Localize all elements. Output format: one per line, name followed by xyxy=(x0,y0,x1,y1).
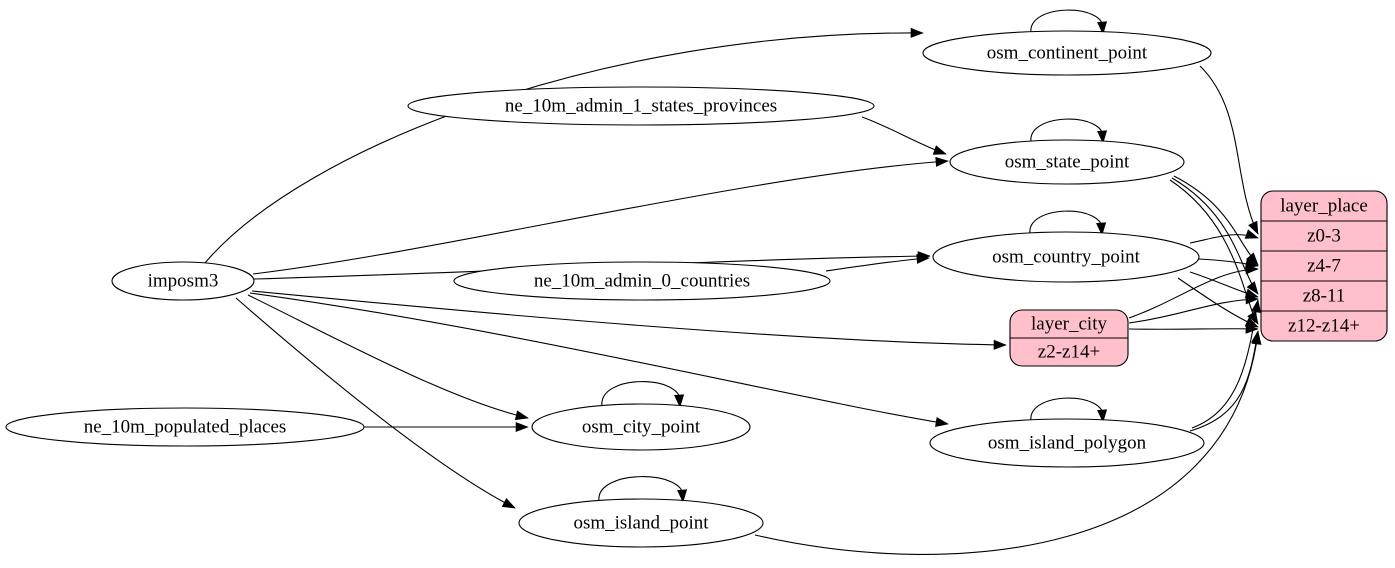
edge-layer_city-z4-7-arrowhead xyxy=(1245,264,1259,275)
edge-imposm3-osm_state_point-arrowhead xyxy=(935,156,949,167)
node-ellipse-osm_island_polygon[interactable] xyxy=(929,418,1205,468)
edge-layer_city-z8-11 xyxy=(1128,298,1259,324)
record-box-layer_place[interactable] xyxy=(1260,190,1388,342)
edge-osm_continent_point-z0-3-arrowhead xyxy=(1248,220,1259,235)
edge-imposm3-osm_island_polygon xyxy=(249,292,949,425)
edge-imposm3-osm_island_point xyxy=(235,297,516,509)
node-ellipse-ne_10m_admin_1_states_provinces[interactable] xyxy=(407,86,875,126)
record-row-layer_place-2[interactable]: z4-7 xyxy=(1307,255,1341,276)
node-ellipse-ne_10m_populated_places[interactable] xyxy=(5,407,365,447)
edge-selfloop-osm_island_polygon-arrowhead xyxy=(1097,409,1108,423)
edge-selfloop-osm_island_point-arrowhead xyxy=(677,489,688,503)
node-imposm3[interactable]: imposm3 xyxy=(111,261,255,301)
edge-imposm3-osm_island_polygon-arrowhead xyxy=(935,417,949,428)
node-ne_10m_admin_1_states_provinces[interactable]: ne_10m_admin_1_states_provinces xyxy=(407,86,875,126)
node-label-ne_10m_admin_1_states_provinces: ne_10m_admin_1_states_provinces xyxy=(505,95,777,116)
edge-selfloop-osm_state_point xyxy=(1030,118,1104,143)
edge-countries-osm_country_point-arrowhead xyxy=(916,253,930,264)
node-ne_10m_populated_places[interactable]: ne_10m_populated_places xyxy=(5,407,365,447)
edge-selfloop-osm_city_point-arrowhead xyxy=(674,394,685,408)
edge-imposm3-osm_island_point-arrowhead xyxy=(501,497,516,509)
node-label-osm_island_point: osm_island_point xyxy=(573,512,709,533)
node-osm_island_polygon[interactable]: osm_island_polygon xyxy=(929,418,1205,468)
edge-osm_island_polygon-z8-11-arrowhead xyxy=(1251,299,1261,313)
node-label-osm_state_point: osm_state_point xyxy=(1005,151,1130,172)
node-label-osm_country_point: osm_country_point xyxy=(992,246,1140,267)
edge-imposm3-layer_city-arrowhead xyxy=(993,339,1007,350)
edge-layer_city-z12-z14+ xyxy=(1128,328,1259,330)
record-row-layer_place-4[interactable]: z12-z14+ xyxy=(1288,315,1360,336)
edge-osm_state_point-z4-7-arrowhead xyxy=(1246,252,1259,266)
edge-imposm3-osm_state_point xyxy=(252,160,949,275)
edge-imposm3-osm_continent_point xyxy=(204,32,924,264)
node-osm_city_point[interactable]: osm_city_point xyxy=(531,403,751,451)
edge-populated_places-osm_city_point-arrowhead xyxy=(515,421,529,433)
edge-osm_state_point-z8-11-arrowhead xyxy=(1246,281,1259,295)
record-node-layer_place[interactable]: layer_place z0-3 z4-7 z8-11 z12-z14+ xyxy=(1260,190,1388,342)
record-row-layer_city-0[interactable]: layer_city xyxy=(1031,313,1107,334)
edge-selfloop-osm_state_point-arrowhead xyxy=(1097,130,1108,144)
edge-layer_city-z12-z14+-arrowhead xyxy=(1245,323,1259,334)
node-osm_continent_point[interactable]: osm_continent_point xyxy=(922,30,1212,76)
node-label-osm_city_point: osm_city_point xyxy=(582,416,701,437)
node-osm_island_point[interactable]: osm_island_point xyxy=(518,498,764,548)
edge-layer_city-z8-11-arrowhead xyxy=(1245,294,1259,305)
record-node-layer_city[interactable]: layer_city z2-z14+ xyxy=(1009,309,1129,367)
node-osm_state_point[interactable]: osm_state_point xyxy=(949,139,1185,185)
record-row-layer_place-1[interactable]: z0-3 xyxy=(1307,225,1341,246)
edge-osm_country_point-z0-3-arrowhead xyxy=(1244,229,1259,239)
node-label-ne_10m_populated_places: ne_10m_populated_places xyxy=(84,416,287,437)
edge-osm_island_point-z12-z14+ xyxy=(754,331,1259,555)
node-ellipse-osm_island_point[interactable] xyxy=(518,498,764,548)
edge-imposm3-osm_city_point xyxy=(247,294,529,419)
node-label-imposm3: imposm3 xyxy=(148,270,219,291)
edge-selfloop-osm_continent_point xyxy=(1030,9,1104,34)
record-row-layer_city-1[interactable]: z2-z14+ xyxy=(1038,341,1100,362)
node-ellipse-osm_continent_point[interactable] xyxy=(922,30,1212,76)
edge-osm_island_polygon-z8-11 xyxy=(1191,299,1259,429)
edge-imposm3-layer_city xyxy=(251,290,1007,346)
node-layer: imposm3 ne_10m_admin_1_states_provincesne… xyxy=(5,30,1388,548)
record-row-layer_place-0[interactable]: layer_place xyxy=(1280,195,1368,216)
edge-layer xyxy=(204,9,1262,555)
edge-selfloop-osm_island_polygon xyxy=(1030,397,1104,422)
node-ellipse-osm_city_point[interactable] xyxy=(531,403,751,451)
edge-countries-osm_country_point xyxy=(825,257,930,272)
node-ellipse-ne_10m_admin_0_countries[interactable] xyxy=(453,261,831,301)
edge-states_provinces-osm_state_point xyxy=(861,116,947,155)
edge-states_provinces-osm_state_point-arrowhead xyxy=(932,145,947,155)
node-label-osm_continent_point: osm_continent_point xyxy=(987,42,1148,63)
node-ellipse-imposm3[interactable] xyxy=(111,261,255,301)
node-label-osm_island_polygon: osm_island_polygon xyxy=(988,432,1147,453)
edge-imposm3-osm_city_point-arrowhead xyxy=(514,410,529,421)
edge-imposm3-osm_continent_point-arrowhead xyxy=(910,27,924,38)
edge-selfloop-osm_continent_point-arrowhead xyxy=(1097,21,1108,35)
node-ne_10m_admin_0_countries[interactable]: ne_10m_admin_0_countries xyxy=(453,261,831,301)
edge-osm_continent_point-z0-3 xyxy=(1199,65,1259,235)
record-row-layer_place-3[interactable]: z8-11 xyxy=(1303,285,1346,306)
edge-selfloop-osm_country_point-arrowhead xyxy=(1096,222,1107,236)
edge-selfloop-osm_city_point xyxy=(601,381,681,407)
edge-selfloop-osm_country_point xyxy=(1029,210,1103,235)
node-ellipse-osm_country_point[interactable] xyxy=(932,231,1200,283)
node-label-ne_10m_admin_0_countries: ne_10m_admin_0_countries xyxy=(534,270,750,291)
edge-osm_island_point-z12-z14+-arrowhead xyxy=(1251,331,1262,345)
node-ellipse-osm_state_point[interactable] xyxy=(949,139,1185,185)
node-osm_country_point[interactable]: osm_country_point xyxy=(932,231,1200,283)
edge-layer_city-z4-7 xyxy=(1128,268,1259,319)
edge-selfloop-osm_island_point xyxy=(598,476,684,502)
